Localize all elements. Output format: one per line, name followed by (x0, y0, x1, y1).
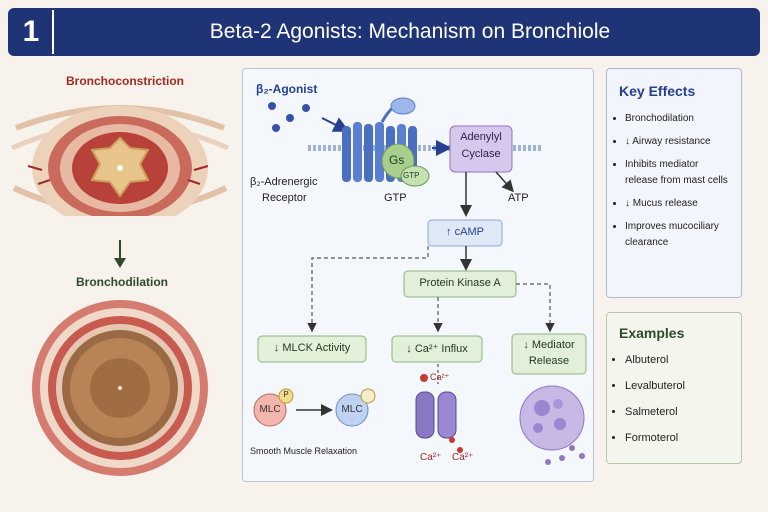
dilated-bronchiole-illustration (32, 300, 208, 476)
list-item: Formoterol (625, 431, 741, 445)
list-item: ↓ Mucus release (625, 196, 741, 212)
constricted-bronchiole-illustration (10, 105, 230, 216)
calcium-ion-top-label: Ca²⁺ (430, 372, 450, 382)
mediator-release-label-line1: ↓ Mediator (523, 339, 575, 351)
adenylyl-cyclase-label-line2: Cyclase (461, 148, 501, 160)
mlck-activity-label: ↓ MLCK Activity (273, 342, 351, 354)
examples-panel: Examples Albuterol Levalbuterol Salmeter… (606, 312, 742, 464)
key-effects-list: Bronchodilation ↓ Airway resistance Inhi… (611, 111, 741, 251)
atp-label: ATP (508, 192, 529, 204)
mlc-phosphorylated-label: MLC (259, 404, 281, 415)
mlc-dephosphorylated-label: MLC (341, 404, 363, 415)
down-arrow-icon (114, 240, 126, 268)
receptor-label-line2: Receptor (262, 192, 307, 204)
examples-title: Examples (619, 325, 685, 341)
mediator-release-label-line2: Release (528, 355, 570, 367)
list-item: Bronchodilation (625, 111, 741, 127)
key-effects-title: Key Effects (619, 83, 696, 99)
examples-list: Albuterol Levalbuterol Salmeterol Formot… (611, 353, 741, 445)
camp-box-label: ↑ cAMP (446, 226, 484, 238)
list-item: Albuterol (625, 353, 741, 367)
calcium-ion-right-label: Ca²⁺ (452, 452, 474, 463)
list-item: Inhibits mediator release from mast cell… (625, 157, 729, 189)
calcium-ion-left-label: Ca²⁺ (420, 452, 442, 463)
protein-kinase-a-label: Protein Kinase A (419, 277, 501, 289)
calcium-influx-label: ↓ Ca²⁺ Influx (406, 343, 468, 355)
list-item: ↓ Airway resistance (625, 134, 741, 150)
header-bar (8, 8, 760, 56)
list-item: Levalbuterol (625, 379, 741, 393)
smooth-muscle-relaxation-label: Smooth Muscle Relaxation (250, 446, 358, 456)
gs-label: Gs (389, 153, 405, 167)
bronchodilation-label: Bronchodilation (76, 275, 168, 289)
adenylyl-cyclase-label-line1: Adenylyl (460, 131, 502, 143)
section-number-badge: 1 (10, 10, 54, 54)
agonist-label: β₂-Agonist (256, 82, 318, 96)
mlc-p-label: P (283, 390, 289, 399)
bronchoconstriction-label: Bronchoconstriction (66, 74, 185, 88)
page-title: Beta-2 Agonists: Mechanism on Bronchiole (209, 20, 611, 43)
receptor-label-line1: β₂-Adrenergic (250, 176, 318, 188)
gtp-bubble-label: GTP (403, 171, 420, 180)
list-item: Improves mucociliary clearance (625, 219, 729, 251)
mechanism-diagram (253, 97, 587, 465)
list-item: Salmeterol (625, 405, 741, 419)
key-effects-panel: Key Effects Bronchodilation ↓ Airway res… (606, 68, 742, 298)
gtp-label: GTP (384, 192, 407, 204)
